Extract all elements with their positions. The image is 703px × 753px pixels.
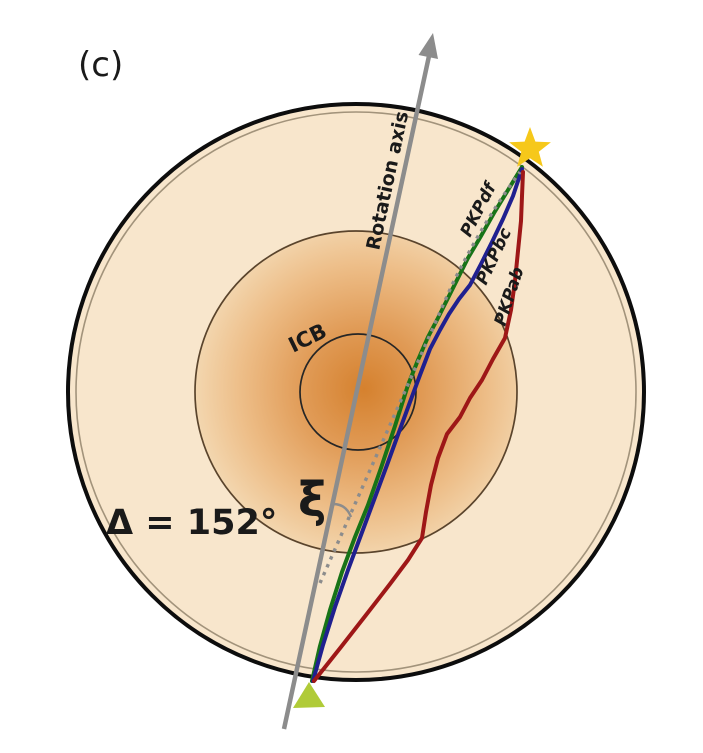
xi-angle-arc (332, 502, 353, 518)
pkpbc-ray-path (311, 167, 524, 683)
star-icon (509, 127, 551, 167)
rotation-axis-line (281, 55, 432, 730)
pkpab-ray-path (312, 170, 525, 683)
rotation-axis-arrowhead-icon (418, 33, 438, 59)
inner-core-ray-dotted-line (318, 170, 522, 584)
surface-inner-ring (75, 111, 637, 673)
panel-label: (c) (78, 45, 123, 85)
triangle-icon (293, 682, 325, 708)
icb-circle (299, 333, 417, 451)
delta-label: Δ = 152° (106, 503, 277, 543)
xi-label: ξ (298, 472, 326, 528)
